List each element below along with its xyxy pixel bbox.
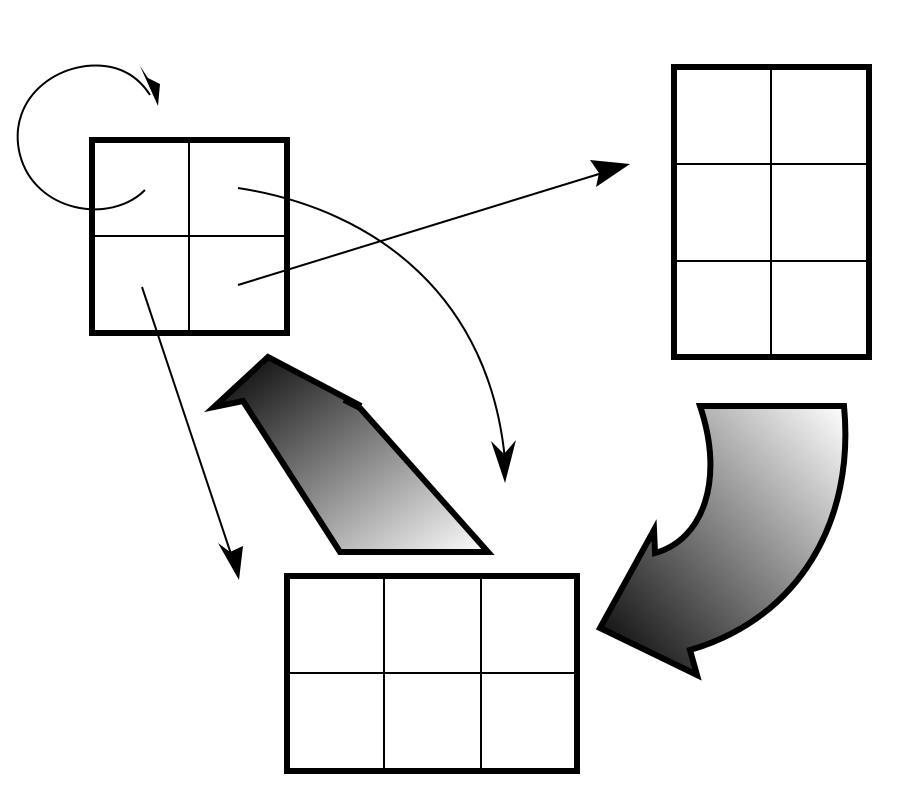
arrow-to-tall-grid-line — [237, 169, 613, 286]
rotation-arrow-head — [140, 66, 160, 106]
arrow-to-wide-grid-line — [141, 286, 234, 561]
block-arrow-up-left — [204, 353, 495, 555]
arrow-curve-down — [237, 187, 516, 483]
square-grid-2x2 — [89, 137, 290, 336]
block-arrow-curved — [595, 403, 849, 681]
arrow-curve-down-head — [491, 440, 516, 483]
wide-grid-2x3 — [284, 573, 580, 774]
rotation-arrow — [16, 64, 160, 211]
arrow-to-tall-grid-head — [590, 160, 630, 187]
arrow-to-wide-grid-head — [218, 543, 243, 580]
arrow-to-wide-grid — [141, 286, 243, 580]
arrow-to-tall-grid — [237, 160, 630, 286]
tall-grid-3x2 — [671, 64, 872, 360]
arrow-curve-down-path — [237, 187, 506, 461]
rotation-arrow-path — [16, 64, 151, 211]
